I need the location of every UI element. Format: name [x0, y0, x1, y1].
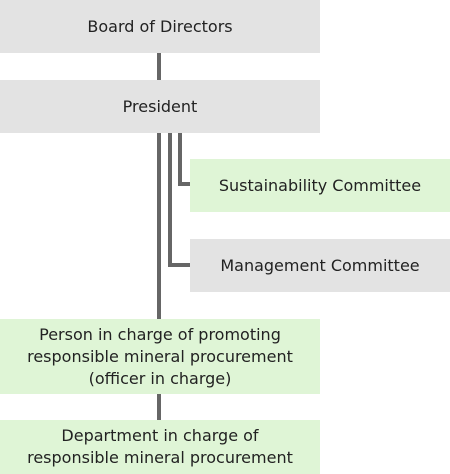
officer-label-line2: responsible mineral procurement: [27, 346, 293, 366]
management-committee-box: Management Committee: [190, 239, 450, 292]
connector-president-management-horizontal: [168, 263, 190, 267]
management-committee-label: Management Committee: [220, 255, 420, 275]
sustainability-committee-label: Sustainability Committee: [218, 175, 422, 195]
connector-officer-department: [157, 394, 161, 420]
connector-president-sustainability-vertical: [178, 133, 182, 186]
board-of-directors-label: Board of Directors: [87, 16, 233, 36]
department-label-line2: responsible mineral procurement: [27, 448, 293, 467]
connector-president-sustainability-horizontal: [178, 182, 190, 186]
connector-president-management-vertical: [168, 133, 172, 267]
officer-in-charge-box: Person in charge of promoting responsibl…: [0, 319, 320, 394]
president-box: President: [0, 80, 320, 133]
connector-board-president: [157, 53, 161, 80]
officer-label-line1: Person in charge of promoting: [39, 324, 281, 344]
department-in-charge-box: Department in charge of responsible mine…: [0, 420, 320, 474]
board-of-directors-box: Board of Directors: [0, 0, 320, 53]
president-label: President: [122, 96, 198, 116]
sustainability-committee-box: Sustainability Committee: [190, 159, 450, 212]
connector-president-officer: [157, 133, 161, 319]
department-label-line1: Department in charge of: [61, 426, 259, 445]
officer-label-line3: (officer in charge): [88, 368, 232, 388]
